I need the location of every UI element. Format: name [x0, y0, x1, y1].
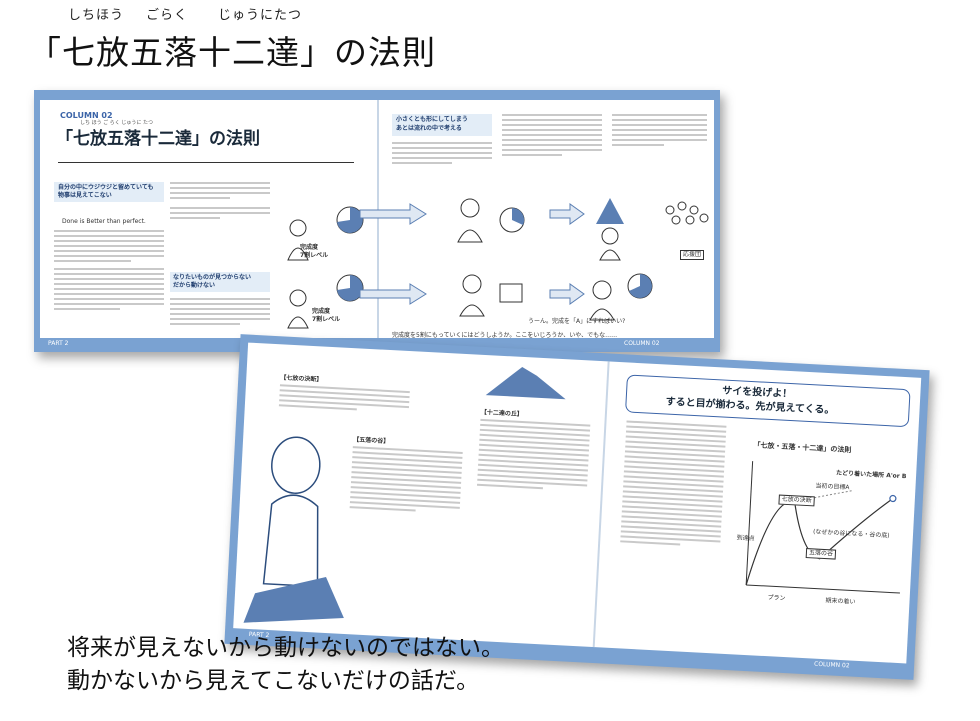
- heading-1b: 物事は見えてこない: [58, 192, 112, 199]
- chart-title: 「七放・五落・十二達」の法則: [753, 441, 852, 455]
- title-ruby-1: しちほう: [68, 8, 125, 23]
- triangle-icon: [596, 198, 624, 224]
- arrow-right-icon: [359, 203, 427, 225]
- spread-top-pages: COLUMN 02 しち ほう ご らく じゅうに たつ 「七放五落十二達」の法…: [40, 100, 714, 339]
- arrow-right-icon: [549, 283, 585, 305]
- figure-icon: [459, 274, 485, 317]
- chart-goal-point: [889, 494, 897, 503]
- column-ruby: しち ほう ご らく じゅうに たつ: [80, 120, 153, 126]
- title-rule: [58, 162, 354, 163]
- figure-icon: [287, 289, 309, 329]
- body-text-col-4: [502, 114, 602, 159]
- folio-right-top: COLUMN 02: [624, 340, 660, 347]
- chart-valley-label: 五落の谷: [805, 548, 837, 560]
- slide-title: 「七放五落十二達」の法則: [28, 33, 436, 72]
- title-ruby-3: じゅうにたつ: [218, 8, 303, 23]
- chart-x-label: 期末の着い: [825, 597, 856, 606]
- completion-label-2b: 7割レベル: [312, 316, 341, 323]
- body-text-col-1: [54, 230, 164, 313]
- column-title: 「七放五落十二達」の法則: [56, 129, 260, 149]
- book-spread-top: COLUMN 02 しち ほう ご らく じゅうに たつ 「七放五落十二達」の法…: [34, 90, 720, 352]
- folio-left-top: PART 2: [48, 340, 69, 347]
- pie-chart-icon: [499, 207, 525, 233]
- chart-target-label: 当初の目標A: [815, 482, 850, 492]
- chart-plan-label: プラン: [767, 594, 786, 603]
- column-label: COLUMN 02: [60, 111, 113, 120]
- heading-3b: あとは流れの中で考える: [396, 125, 462, 132]
- figure-illustration-left: [287, 206, 364, 329]
- spread-top-gutter: [377, 100, 379, 338]
- chart-peak-label: 七放の決断: [778, 494, 815, 507]
- slide-caption: 将来が見えないから動けないのではない。 動かないから見えてこないだけの話だ。: [67, 632, 504, 698]
- heading-band-3: [392, 114, 492, 136]
- cliff-icon: [243, 576, 344, 623]
- pie-chart-icon: [499, 283, 523, 303]
- figure-icon: [589, 280, 615, 321]
- heading-band-2: [170, 272, 270, 292]
- bubble-text-2: うーん。完成を「A」にすればいい?: [528, 318, 626, 325]
- body-text-col-2b: [170, 298, 270, 328]
- completion-label-1a: 完成度: [300, 244, 319, 251]
- body-text-col-2: [170, 182, 270, 222]
- body-text-col-3: [392, 142, 492, 167]
- mountain-icon: [485, 366, 566, 400]
- body-text-col-5: [612, 114, 707, 149]
- caption-line-1: 将来が見えないから動けないのではない。: [67, 635, 504, 661]
- arrow-right-icon: [549, 203, 585, 225]
- completion-label-2a: 完成度: [312, 308, 331, 315]
- book-spread-bottom: 【七放の決断】 【五落の谷】 【十二達の丘】 サイを投げよ！ する: [224, 334, 930, 680]
- process-illustration: [359, 198, 709, 321]
- figure-icon: [599, 227, 621, 261]
- pie-chart-icon: [336, 274, 364, 302]
- heading-2b: だから動けない: [173, 282, 216, 289]
- figure-icon: [287, 219, 309, 261]
- figure-icon: [262, 436, 321, 588]
- pie-chart-icon: [627, 273, 653, 299]
- arrow-right-icon: [359, 283, 427, 305]
- pie-chart-icon: [336, 206, 364, 234]
- mountain-illustration: [243, 366, 566, 623]
- completion-label-1b: 7割レベル: [300, 252, 329, 259]
- caption-line-2: 動かないから見えてこないだけの話だ。: [67, 668, 480, 694]
- title-ruby-2: ごらく: [146, 8, 189, 23]
- bubble-text-1: 完成度を5割にもっていくにはどうしようか。ここをいじろうか、いや、でもな……: [392, 332, 618, 339]
- chart-y-axis: [745, 461, 754, 585]
- chart-y-label: 到達点: [736, 534, 755, 543]
- figure-icon: [457, 198, 483, 243]
- spread-bottom-pages: 【七放の決断】 【五落の谷】 【十二達の丘】 サイを投げよ！ する: [233, 342, 922, 664]
- crowd-illustration: [665, 201, 709, 225]
- quote-1: Done is Better than perfect.: [62, 218, 146, 225]
- chart-curve: [745, 498, 894, 586]
- support-group-label: 応援団: [680, 250, 705, 260]
- heading-2a: なりたいものが見つからない: [173, 274, 252, 281]
- heading-3a: 小さくとも形にしてしまう: [396, 116, 468, 123]
- folio-right-bottom: COLUMN 02: [813, 660, 850, 670]
- heading-band-1: [54, 182, 164, 202]
- body-text-right: [620, 420, 727, 550]
- chart-x-axis: [746, 584, 900, 594]
- heading-1a: 自分の中にウジウジと留めていても: [58, 184, 154, 191]
